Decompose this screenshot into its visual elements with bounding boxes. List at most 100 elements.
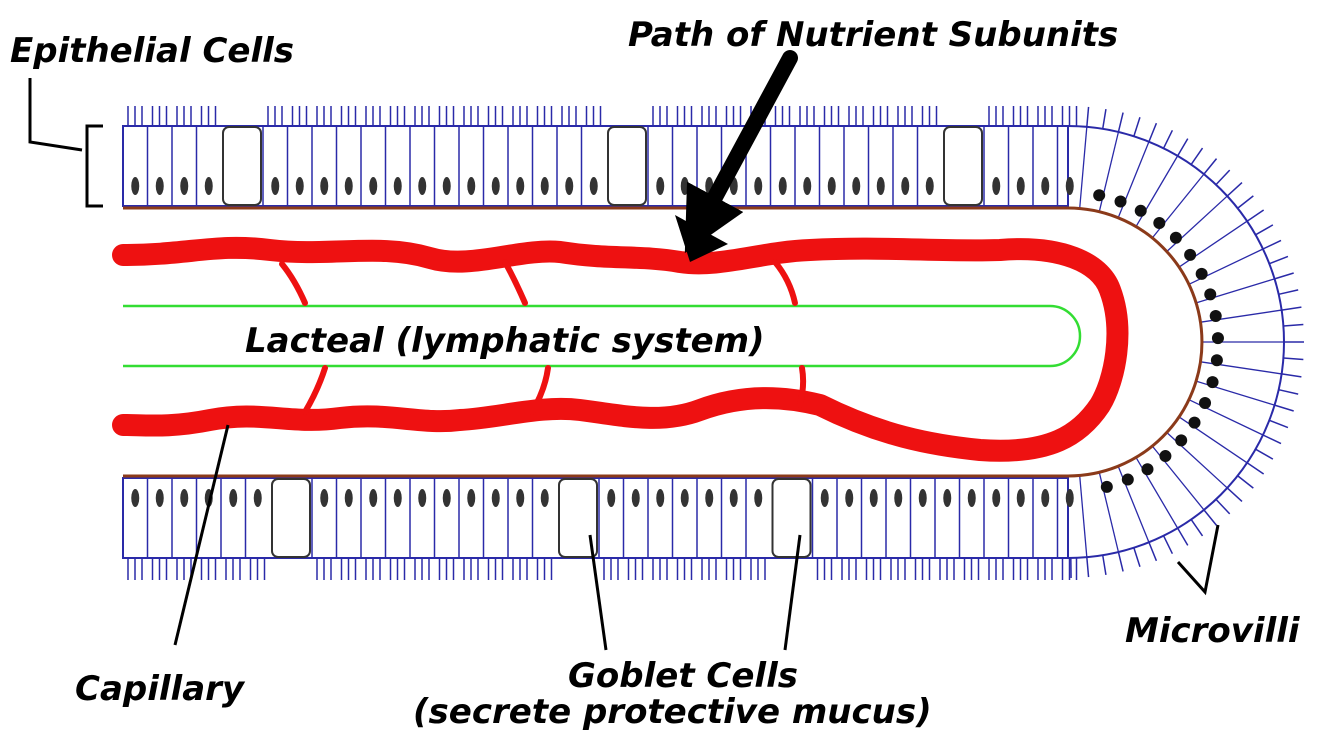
cell-nucleus xyxy=(754,489,762,507)
capillary-branch-2 xyxy=(505,262,525,303)
goblet-cell xyxy=(773,479,811,557)
microvillus xyxy=(1164,536,1173,554)
cell-nucleus xyxy=(901,177,909,195)
microvillus xyxy=(1191,148,1202,164)
label-goblet-desc: (secrete protective mucus) xyxy=(413,692,932,732)
cell-nucleus xyxy=(992,177,1000,195)
tip-cell-wall xyxy=(1080,127,1087,209)
villus-tip xyxy=(1068,107,1304,578)
microvillus xyxy=(1269,420,1288,427)
cell-nucleus xyxy=(656,177,664,195)
cell-nucleus xyxy=(541,177,549,195)
cell-nucleus xyxy=(156,489,164,507)
tip-nucleus xyxy=(1170,232,1182,244)
cell-nucleus xyxy=(180,177,188,195)
microvillus xyxy=(1275,405,1294,411)
tip-nucleus xyxy=(1153,217,1165,229)
cell-nucleus xyxy=(894,489,902,507)
microvillus xyxy=(1247,463,1264,474)
goblet-leader-1 xyxy=(590,535,606,650)
microvillus xyxy=(1279,390,1299,394)
tip-nucleus xyxy=(1189,417,1201,429)
microvillus xyxy=(1283,358,1303,359)
bottom-epithelial-cells xyxy=(123,478,1074,558)
cell-nucleus xyxy=(1017,177,1025,195)
cell-nucleus xyxy=(730,489,738,507)
bottom-microvilli xyxy=(128,558,1077,580)
tip-nucleus xyxy=(1199,397,1211,409)
cell-nucleus xyxy=(254,489,262,507)
microvillus xyxy=(1178,528,1188,545)
epithelial-bracket xyxy=(30,78,103,206)
capillary-leader xyxy=(175,425,228,645)
tip-nucleus xyxy=(1135,205,1147,217)
cell-nucleus xyxy=(968,489,976,507)
cell-nucleus xyxy=(845,489,853,507)
cell-nucleus xyxy=(565,177,573,195)
cell-nucleus xyxy=(656,489,664,507)
cell-nucleus xyxy=(705,489,713,507)
cell-nucleus xyxy=(992,489,1000,507)
microvillus xyxy=(1134,548,1140,567)
microvillus xyxy=(1263,435,1281,444)
microvillus xyxy=(1256,449,1273,459)
tip-nucleus xyxy=(1210,310,1222,322)
microvillus xyxy=(1283,325,1303,326)
microvillus xyxy=(1238,196,1254,208)
microvillus xyxy=(1087,557,1089,577)
cell-nucleus xyxy=(156,177,164,195)
cell-nucleus xyxy=(919,489,927,507)
microvillus xyxy=(1275,273,1294,279)
cell-nucleus xyxy=(131,489,139,507)
cell-nucleus xyxy=(296,177,304,195)
microvilli-bracket xyxy=(1178,525,1218,592)
microvillus xyxy=(1256,225,1273,235)
cell-nucleus xyxy=(852,177,860,195)
microvillus xyxy=(1118,552,1123,571)
cell-nucleus xyxy=(394,177,402,195)
cell-nucleus xyxy=(803,177,811,195)
microvillus xyxy=(1282,374,1302,377)
microvillus xyxy=(1204,159,1217,175)
goblet-cell xyxy=(608,127,646,205)
microvillus xyxy=(1087,107,1089,127)
goblet-cell xyxy=(223,127,261,205)
microvillus xyxy=(1149,542,1156,561)
cell-nucleus xyxy=(131,177,139,195)
cell-nucleus xyxy=(632,489,640,507)
cell-nucleus xyxy=(1017,489,1025,507)
cell-nucleus xyxy=(320,177,328,195)
microvillus xyxy=(1134,117,1140,136)
cell-nucleus xyxy=(1066,489,1074,507)
cell-nucleus xyxy=(607,489,615,507)
microvillus xyxy=(1191,519,1202,535)
capillary-branch-6 xyxy=(800,368,803,405)
microvillus xyxy=(1103,109,1106,129)
tip-nucleus xyxy=(1207,376,1219,388)
cell-nucleus xyxy=(345,489,353,507)
capillary-branch-1 xyxy=(282,264,305,303)
microvillus xyxy=(1216,499,1230,514)
tip-nucleus xyxy=(1212,332,1224,344)
microvillus xyxy=(1164,130,1173,148)
microvillus xyxy=(1149,123,1156,142)
cell-nucleus xyxy=(205,177,213,195)
capillary-branch-4 xyxy=(305,368,325,412)
tip-nucleus xyxy=(1141,463,1153,475)
microvillus xyxy=(1216,170,1230,185)
cell-nucleus xyxy=(877,177,885,195)
tip-nucleus xyxy=(1159,450,1171,462)
microvillus xyxy=(1263,240,1281,249)
microvillus xyxy=(1178,139,1188,156)
cell-nucleus xyxy=(320,489,328,507)
microvillus xyxy=(1204,510,1217,526)
top-epithelium xyxy=(123,106,1077,206)
tip-nucleus xyxy=(1184,249,1196,261)
tip-nucleus xyxy=(1196,268,1208,280)
cell-nucleus xyxy=(394,489,402,507)
cell-nucleus xyxy=(492,489,500,507)
cell-nucleus xyxy=(516,177,524,195)
tip-nucleus xyxy=(1122,474,1134,486)
cell-nucleus xyxy=(541,489,549,507)
